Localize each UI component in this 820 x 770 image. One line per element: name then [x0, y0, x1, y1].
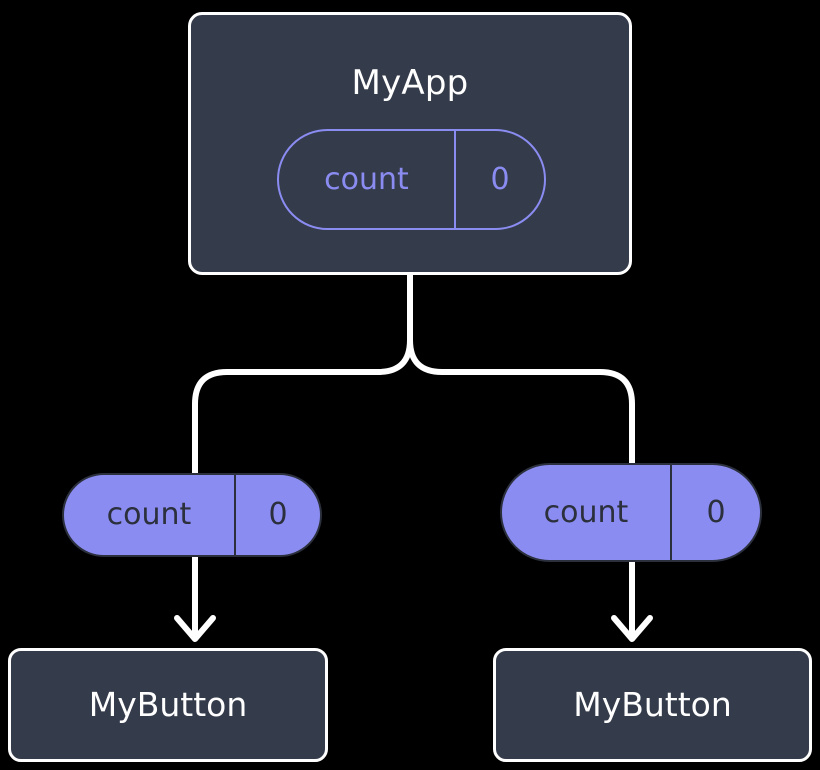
prop-pill-key: count	[106, 497, 192, 532]
prop-pill-value: 0	[670, 465, 760, 560]
state-pill-count[interactable]: count 0	[277, 129, 546, 230]
component-title: MyButton	[88, 685, 248, 724]
state-pill-value: 0	[454, 131, 544, 228]
component-node-mybutton-left[interactable]: MyButton	[8, 648, 328, 762]
component-title: MyButton	[573, 685, 732, 724]
prop-pill-value: 0	[234, 475, 320, 555]
component-node-mybutton-right[interactable]: MyButton	[493, 648, 812, 762]
arrow-right-head-icon	[611, 615, 653, 642]
arrow-left-head-icon	[174, 615, 216, 642]
branch-connector	[192, 272, 413, 483]
prop-pill-key: count	[543, 494, 629, 530]
component-title: MyApp	[351, 63, 469, 103]
prop-pill-count-right[interactable]: count 0	[500, 463, 762, 562]
component-node-myapp[interactable]: MyApp	[188, 12, 632, 275]
prop-pill-count-left[interactable]: count 0	[62, 473, 322, 557]
branch-connector-right	[407, 337, 635, 473]
state-pill-key: count	[324, 161, 409, 197]
